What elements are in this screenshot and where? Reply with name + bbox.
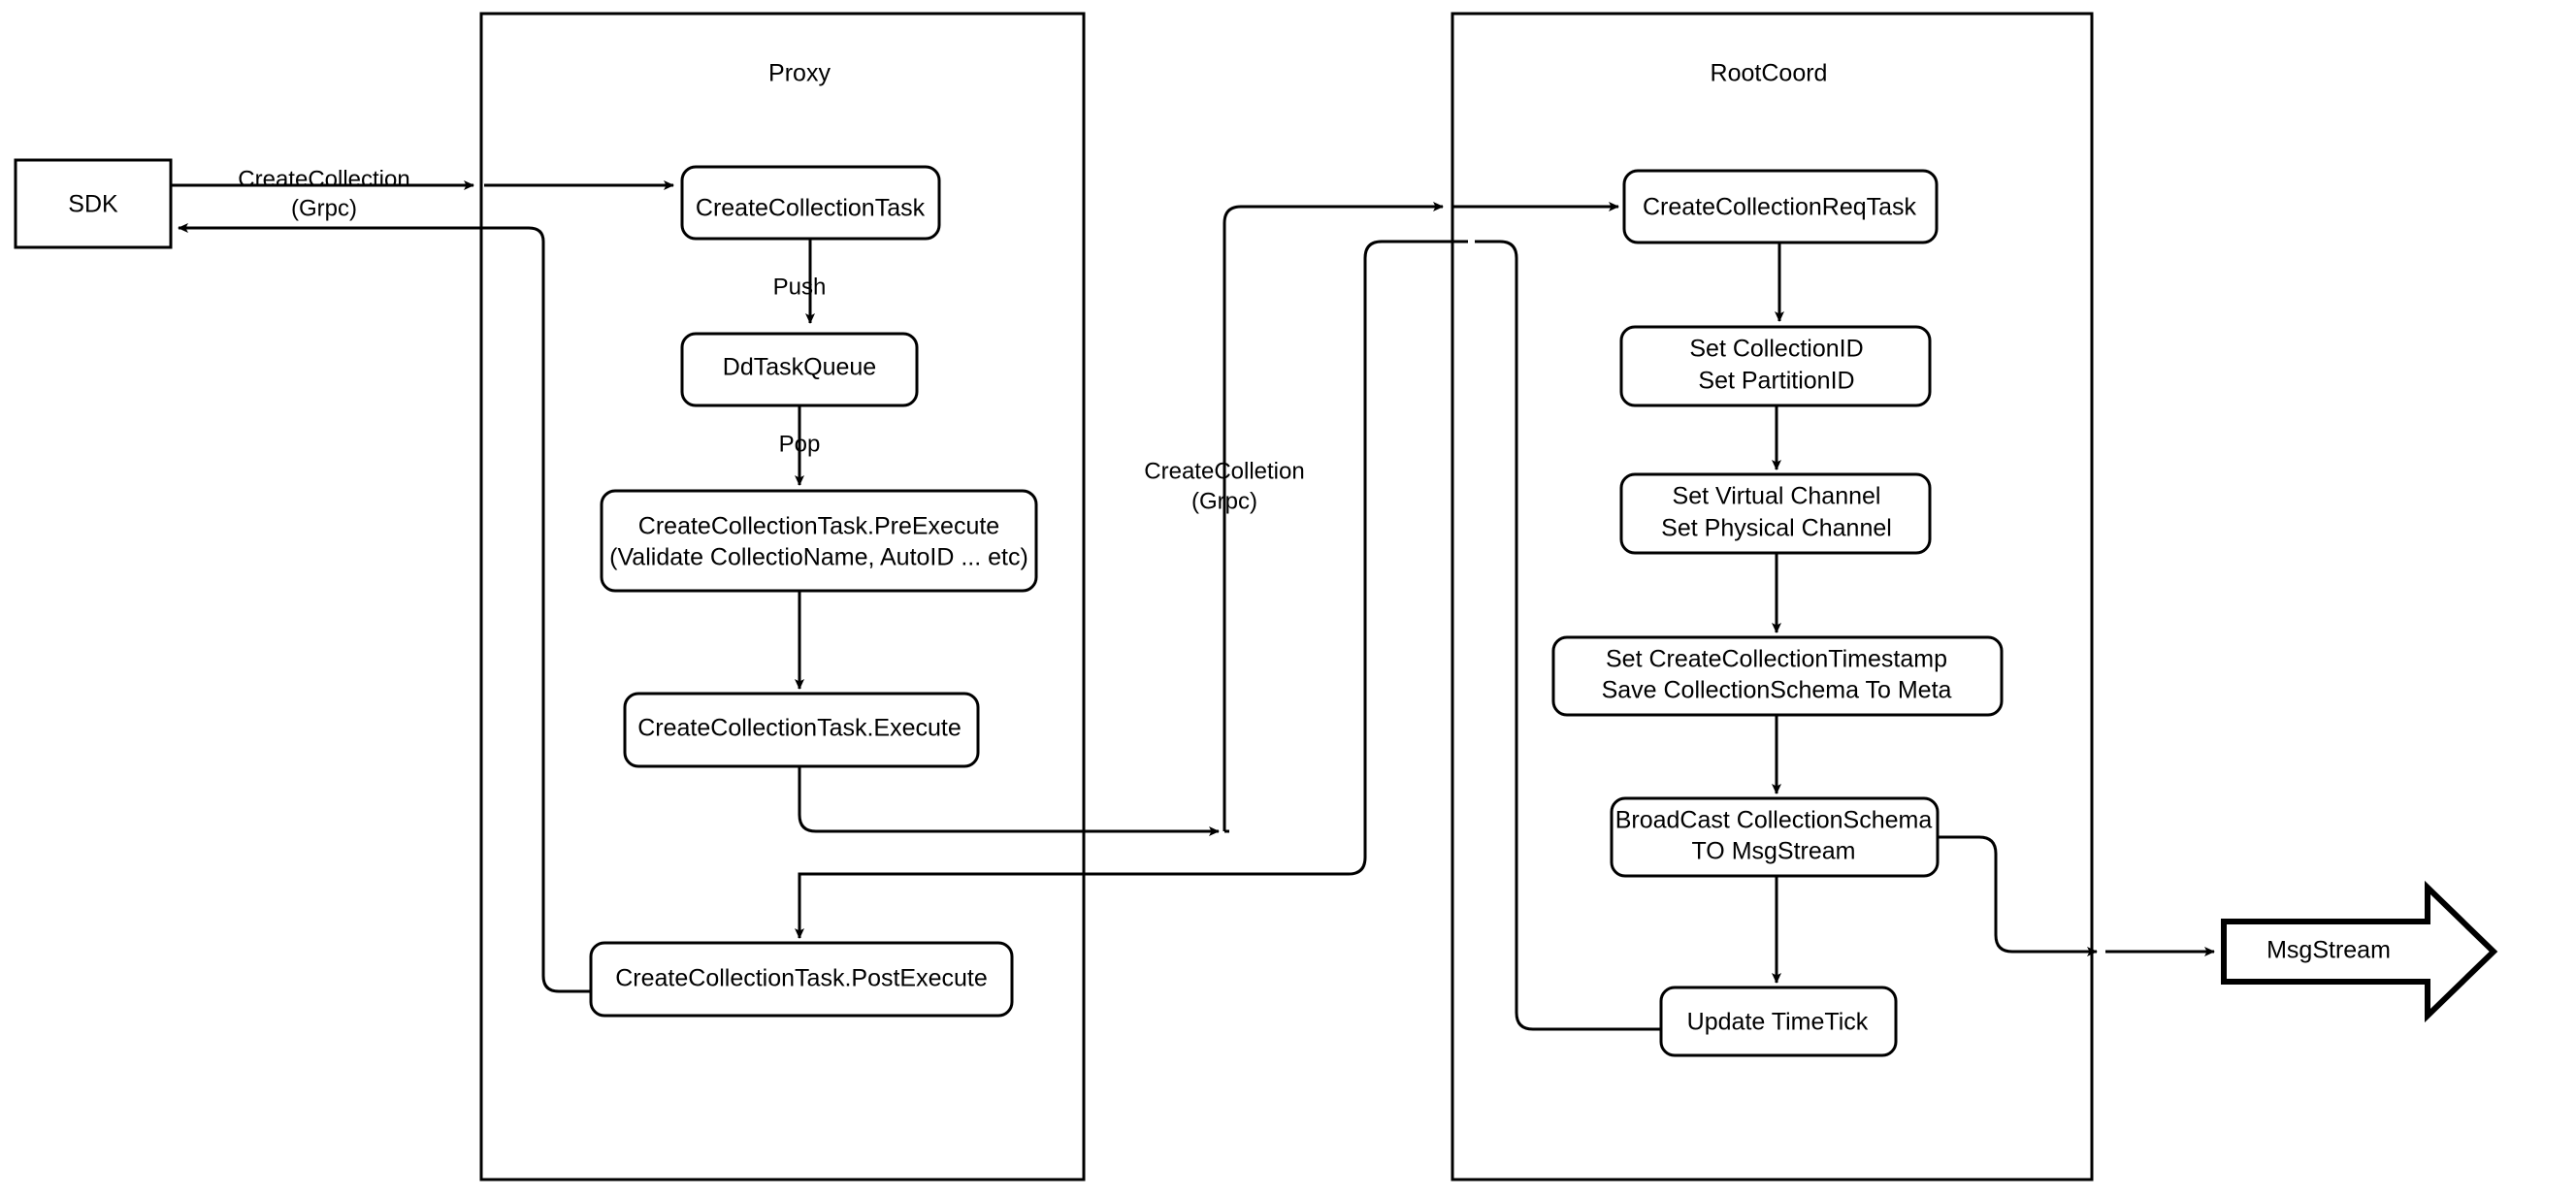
node-sdk[interactable] [14,158,173,249]
node-broadcast-label-line2: TO MsgStream [1691,838,1855,865]
node-update-timetick-label: Update TimeTick [1687,1009,1869,1036]
node-broadcast-label-line1: BroadCast CollectionSchema [1615,807,1933,834]
node-execute-label: CreateCollectionTask.Execute [637,715,962,742]
node-postexecute[interactable] [589,941,1014,1018]
lane-proxy-label: Proxy [768,60,831,87]
node-preexecute-label-line1: CreateCollectionTask.PreExecute [638,513,999,540]
node-update-timetick[interactable] [1659,986,1898,1057]
node-dd-task-queue-label: DdTaskQueue [723,354,876,381]
edge-label-pop: Pop [779,431,821,457]
node-set-channel-label-line1: Set Virtual Channel [1673,483,1881,510]
node-execute[interactable] [623,692,980,768]
node-create-collection-req-task-label: CreateCollectionReqTask [1643,194,1917,221]
node-sdk-label: SDK [68,191,118,218]
edge-execute-to-rootcoord [798,766,1220,836]
edge-timetick-to-return-riser [1475,240,1661,1031]
edge-label-create-collection-grpc-line2: (Grpc) [291,195,357,221]
node-set-ids-label-line1: Set CollectionID [1689,336,1863,363]
node-preexecute-label-line2: (Validate CollectioName, AutoID ... etc) [609,544,1028,571]
edge-label-push: Push [773,274,827,300]
node-set-channel-label-line2: Set Physical Channel [1661,515,1892,542]
node-postexecute-label: CreateCollectionTask.PostExecute [615,965,988,992]
edge-label-createcolletion-grpc-line2: (Grpc) [1191,488,1257,514]
node-msgstream[interactable] [2221,880,2498,1023]
edge-label-createcolletion-grpc-line1: CreateColletion [1144,458,1304,484]
lane-rootcoord-label: RootCoord [1711,60,1828,87]
node-create-collection-task-label: CreateCollectionTask [696,195,926,222]
edge-grpc-riser-to-rootcoord [1223,202,1444,831]
node-set-ids-label-line2: Set PartitionID [1698,368,1854,395]
node-set-timestamp-label-line1: Set CreateCollectionTimestamp [1606,646,1947,673]
node-preexecute[interactable] [600,489,1038,593]
edge-label-create-collection-grpc-line1: CreateCollection [238,166,409,192]
node-msgstream-label: MsgStream [2266,937,2391,964]
edge-rootcoord-to-postexecute [795,240,1468,939]
node-set-timestamp-label-line2: Save CollectionSchema To Meta [1602,677,1952,704]
edge-postexecute-to-sdk [178,223,591,993]
edge-broadcast-to-msgstream-riser [1938,835,2098,956]
lane-proxy [479,12,1086,1181]
lane-rootcoord [1451,12,2094,1181]
